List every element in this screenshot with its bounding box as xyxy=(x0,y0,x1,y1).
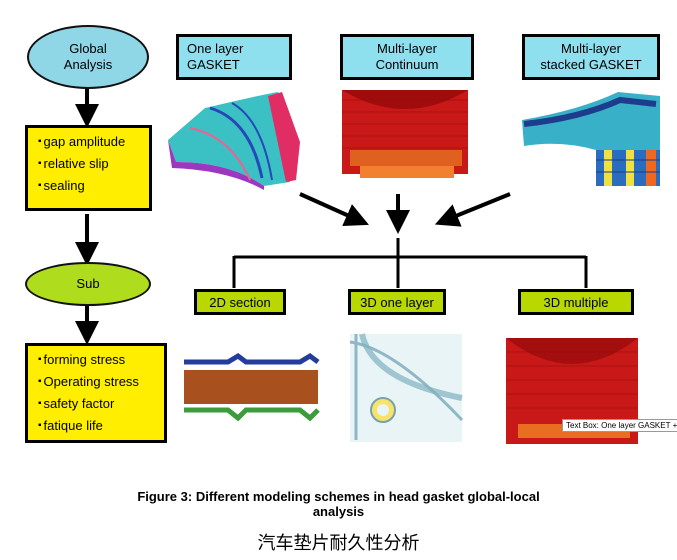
global-output-box: gap amplitude relative slip sealing xyxy=(25,125,152,211)
model-label-2d-section: 2D section xyxy=(194,289,286,315)
model-label-3d-multiple: 3D multiple xyxy=(518,289,634,315)
sub-ellipse: Sub xyxy=(25,262,151,306)
global-item: relative slip xyxy=(38,156,149,172)
chinese-subtitle: 汽车垫片耐久性分析 xyxy=(257,533,420,554)
sub-item: forming stress xyxy=(38,352,164,368)
2d-section-image xyxy=(184,352,320,422)
global-analysis-ellipse: Global Analysis xyxy=(27,25,149,89)
sub-item: safety factor xyxy=(38,396,164,412)
text-box-tooltip: Text Box: One layer GASKET + xyxy=(562,419,677,432)
model-label-multi-continuum: Multi-layer Continuum xyxy=(340,34,474,80)
model-label-3d-one-layer: 3D one layer xyxy=(348,289,446,315)
arrow-right-converge xyxy=(434,192,511,227)
multi-layer-stacked-gasket-image xyxy=(522,92,660,186)
global-item: gap amplitude xyxy=(38,134,149,150)
global-item: sealing xyxy=(38,178,149,194)
one-layer-gasket-image xyxy=(168,92,300,190)
model-label-one-layer: One layer GASKET xyxy=(176,34,292,80)
3d-one-layer-image xyxy=(349,333,464,442)
model-label-multi-stacked: Multi-layer stacked GASKET xyxy=(522,34,660,80)
figure-caption-line2: analysis xyxy=(312,504,365,519)
figure-caption-line1: Figure 3: Different modeling schemes in … xyxy=(137,489,540,504)
arrow-left-converge xyxy=(299,192,369,227)
sub-item: Operating stress xyxy=(38,374,164,390)
multi-layer-continuum-image xyxy=(342,90,468,178)
sub-item: fatique life xyxy=(38,418,164,434)
sub-output-box: forming stress Operating stress safety f… xyxy=(25,343,167,443)
